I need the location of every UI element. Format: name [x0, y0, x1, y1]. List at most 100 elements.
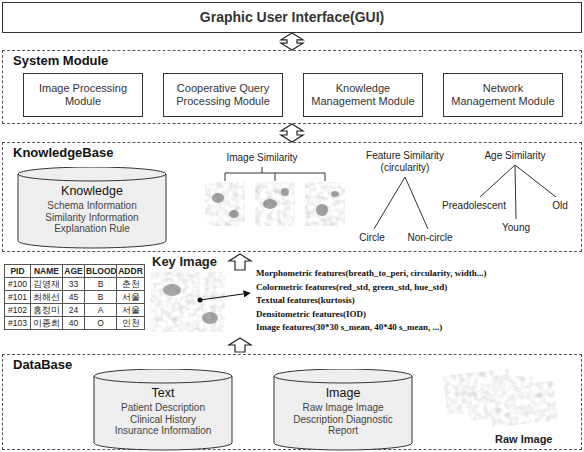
text-group: Cooperative Query Processing Module — [164, 79, 282, 110]
tree-label: Non-circle — [407, 232, 452, 243]
figure-label: Raw Image — [495, 433, 552, 445]
text-group: DataBase — [13, 357, 72, 372]
database-cylinder: TextPatient Description Clinical History… — [93, 369, 233, 451]
node-body: Raw Image Image Description Diagnostic R… — [287, 402, 399, 437]
table-cell: B — [84, 277, 117, 291]
table-cell: #100 — [4, 277, 31, 291]
leader-line — [200, 293, 250, 300]
node-title: Knowledge — [31, 184, 153, 198]
thumbnail-image — [205, 182, 245, 226]
cylinder-body — [94, 369, 232, 450]
flow-arrow — [229, 338, 251, 352]
table-cell: 45 — [62, 290, 85, 304]
cylinder-body — [274, 369, 412, 450]
tree-line — [374, 177, 428, 229]
database-cylinder: ImageRaw Image Image Description Diagnos… — [273, 369, 413, 451]
module-box: Knowledge Management Module — [303, 73, 423, 117]
table-cell: 33 — [62, 277, 85, 291]
text-group: KnowledgeSchema Information Similarity I… — [17, 167, 167, 243]
node-body: Schema Information Similarity Informatio… — [31, 200, 153, 235]
table-header: BLOOD — [84, 264, 117, 278]
text-group: Graphic User Interface(GUI) — [194, 6, 390, 28]
node-title: Image — [287, 386, 399, 400]
cylinder-rim — [18, 174, 166, 181]
text-group: Knowledge Management Module — [304, 79, 422, 110]
text-group: TextPatient Description Clinical History… — [93, 369, 233, 445]
node-title: Graphic User Interface(GUI) — [200, 9, 384, 25]
tree-label: Old — [552, 200, 568, 211]
feature-text: Textual features(kurtosis) — [256, 295, 355, 305]
section-label: Key Image — [152, 254, 217, 269]
thumbnail-image — [255, 182, 295, 226]
text-group: Network Management Module — [444, 79, 562, 110]
feature-text: Densitometric features(IOD) — [256, 309, 366, 319]
table-cell: 24 — [62, 303, 85, 317]
node-title: Text — [107, 386, 219, 400]
text-group: KnowledgeBase — [13, 145, 113, 160]
tree-label: (circularity) — [381, 162, 430, 173]
node-title: Cooperative Query Processing Module — [170, 82, 276, 107]
table-cell: 춘천 — [116, 277, 145, 291]
cell-blob — [202, 312, 218, 324]
table-cell: 인천 — [116, 316, 145, 330]
table-cell: 40 — [62, 316, 85, 330]
cylinder-rim — [274, 376, 412, 383]
table-header: AGE — [62, 264, 85, 278]
table-cell: 김영재 — [30, 277, 63, 291]
block-arrow — [281, 124, 303, 142]
raw-image — [488, 381, 558, 428]
feature-text: Image features(30*30 s_mean, 40*40 s_mea… — [256, 322, 442, 332]
text-group: Image Processing Module — [24, 79, 142, 110]
table-header: PID — [4, 264, 31, 278]
table-cell: A — [84, 303, 117, 317]
table-cell: 서울 — [116, 290, 145, 304]
cylinder-body — [18, 167, 166, 248]
tree-label: Preadolescent — [442, 200, 506, 211]
flow-arrow — [229, 254, 251, 270]
table-cell: #101 — [4, 290, 31, 304]
table-cell: #102 — [4, 303, 31, 317]
node-title: Knowledge Management Module — [310, 82, 416, 107]
thumbnail-image — [305, 182, 345, 226]
node-title: Image Processing Module — [30, 82, 136, 107]
region-title: KnowledgeBase — [13, 145, 113, 160]
tree-label: Feature Similarity — [366, 150, 444, 161]
module-box: Network Management Module — [443, 73, 563, 117]
region-title: DataBase — [13, 357, 72, 372]
cell-blob — [263, 199, 277, 209]
block-arrow — [281, 33, 303, 50]
table-cell: 서울 — [116, 303, 145, 317]
table-cell: 이종희 — [30, 316, 63, 330]
region-title: System Module — [13, 53, 108, 68]
cell-blob — [316, 204, 328, 216]
cell-blob — [331, 191, 339, 197]
tree-label: Young — [502, 222, 530, 233]
tree-label: Age Similarity — [484, 150, 545, 161]
feature-text: Morphometric features(breath_to_peri, ci… — [256, 268, 486, 278]
database-cylinder: KnowledgeSchema Information Similarity I… — [17, 167, 167, 249]
tree-label: Circle — [359, 232, 385, 243]
table-cell: #103 — [4, 316, 31, 330]
module-box: Image Processing Module — [23, 73, 143, 117]
cell-blob — [281, 188, 289, 196]
table-cell: 홍정미 — [30, 303, 63, 317]
node-title: Network Management Module — [450, 82, 556, 107]
module-box: Cooperative Query Processing Module — [163, 73, 283, 117]
cell-blob — [163, 284, 181, 296]
cylinder-rim — [94, 376, 232, 383]
module-band: System ModuleImage Processing Module Coop… — [2, 50, 582, 124]
cell-blob — [229, 210, 239, 218]
node-body: Patient Description Clinical History Ins… — [107, 402, 219, 437]
key-image — [150, 272, 225, 332]
text-group: System Module — [13, 53, 108, 68]
cell-blob — [212, 193, 224, 203]
table-header: ADDR — [116, 264, 145, 278]
table-header: NAME — [30, 264, 63, 278]
feature-text: Colormetric features(red_std, green_std,… — [256, 282, 447, 292]
text-group: ImageRaw Image Image Description Diagnos… — [273, 369, 413, 445]
table-cell: O — [84, 316, 117, 330]
gui-box: Graphic User Interface(GUI) — [2, 2, 582, 33]
tree-line — [225, 167, 325, 181]
